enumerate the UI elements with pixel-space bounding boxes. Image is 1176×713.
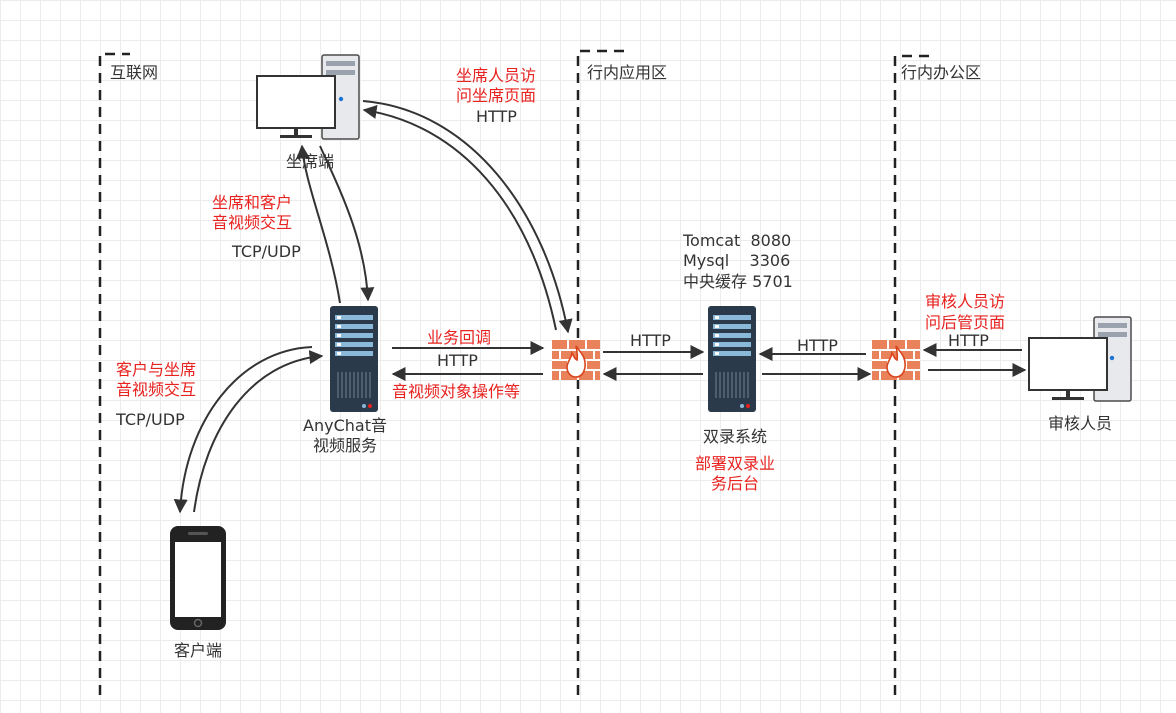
edge-label-reviewer-web-1: 审核人员访 bbox=[925, 292, 1006, 311]
reviewer-computer-icon bbox=[1028, 316, 1132, 402]
edge-label-fw-to-dual: HTTP bbox=[630, 331, 671, 350]
firewall-app-zone-icon bbox=[551, 339, 601, 381]
edge-label-agent-av-2: 音视频交互 bbox=[212, 213, 293, 232]
zone-label-bank-app: 行内应用区 bbox=[587, 63, 668, 82]
annotation-mysql: Mysql 3306 bbox=[683, 251, 791, 270]
edge-label-client-av-2: 音视频交互 bbox=[116, 380, 197, 399]
edge-label-agent-av-1: 坐席和客户 bbox=[212, 193, 293, 212]
edge-firewall-to-agent bbox=[362, 105, 557, 331]
dual-record-server-icon bbox=[707, 305, 757, 413]
firewall-office-zone-icon bbox=[871, 339, 921, 381]
agent-computer-icon bbox=[256, 54, 360, 140]
edge-label-av-ops: 音视频对象操作等 bbox=[392, 382, 521, 401]
node-label-client: 客户端 bbox=[173, 641, 222, 660]
node-label-agent: 坐席端 bbox=[285, 152, 334, 171]
edge-agent-to-firewall bbox=[362, 100, 573, 334]
zone-label-internet: 互联网 bbox=[110, 63, 159, 82]
edge-label-callback-proto: HTTP bbox=[437, 351, 478, 370]
divider-bank-office bbox=[893, 54, 930, 695]
anychat-server-icon bbox=[329, 305, 379, 413]
edge-label-dual-to-fw2: HTTP bbox=[797, 336, 838, 355]
edge-anychat-to-agent bbox=[295, 144, 341, 304]
edge-label-reviewer-web-2: 问后管页面 bbox=[925, 313, 1006, 332]
node-label-anychat-1: AnyChat音 bbox=[303, 416, 387, 435]
edge-anychat-to-client bbox=[173, 346, 313, 514]
edge-label-callback: 业务回调 bbox=[427, 328, 492, 347]
connections bbox=[173, 100, 1027, 514]
smartphone-icon bbox=[170, 526, 226, 630]
annotation-deploy-1: 部署双录业 bbox=[694, 454, 775, 473]
annotation-tomcat: Tomcat 8080 bbox=[683, 231, 792, 250]
node-label-reviewer: 审核人员 bbox=[1047, 414, 1112, 433]
edge-label-client-av-proto: TCP/UDP bbox=[116, 410, 185, 429]
zone-dividers bbox=[98, 49, 930, 695]
annotation-cache: 中央缓存 5701 bbox=[683, 272, 793, 291]
edge-label-agent-web-proto: HTTP bbox=[476, 107, 517, 126]
edge-label-agent-av-proto: TCP/UDP bbox=[232, 242, 301, 261]
edge-client-to-anychat bbox=[193, 350, 324, 513]
edge-agent-to-anychat bbox=[319, 145, 375, 302]
node-label-dual-record: 双录系统 bbox=[702, 427, 767, 446]
edge-label-agent-web-1: 坐席人员访 bbox=[456, 66, 537, 85]
edge-label-agent-web-2: 问坐席页面 bbox=[456, 86, 537, 105]
divider-internet bbox=[98, 52, 130, 695]
zone-label-bank-office: 行内办公区 bbox=[901, 63, 982, 82]
annotation-deploy-2: 务后台 bbox=[710, 474, 759, 493]
edge-label-client-av-1: 客户与坐席 bbox=[116, 360, 197, 379]
edge-label-reviewer-proto: HTTP bbox=[948, 331, 989, 350]
node-label-anychat-2: 视频服务 bbox=[312, 436, 377, 455]
